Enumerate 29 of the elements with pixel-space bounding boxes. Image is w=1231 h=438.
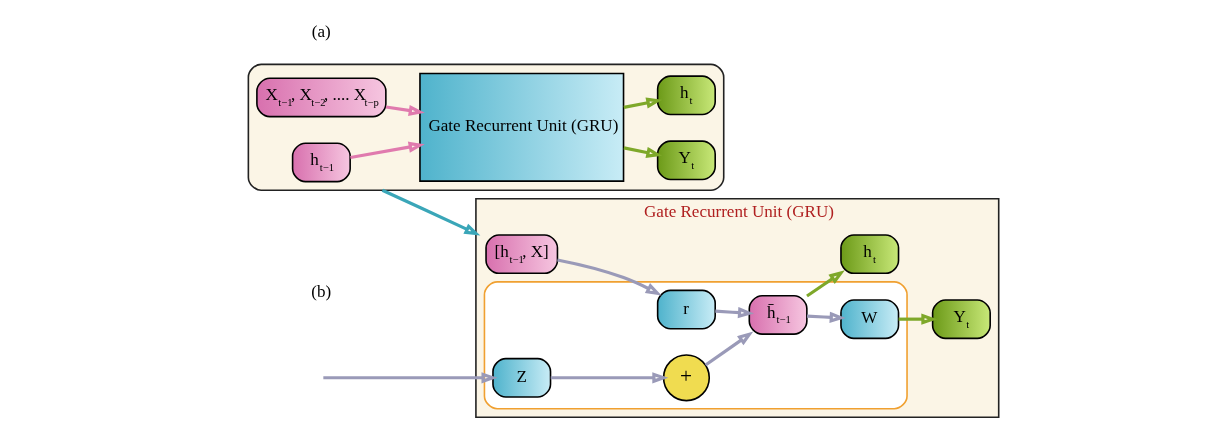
node-circle: + [662,353,710,401]
arrow [806,311,846,323]
arrow [349,141,425,159]
node-box: h$_{t}$ [839,233,899,274]
arrow [898,313,937,325]
arrow [623,96,662,109]
arrow [381,188,480,235]
arrow [322,371,497,383]
cluster [247,63,724,191]
node-box: [h$_{t−1}$, X] [484,233,558,274]
node-box: X$_{t−1}$, X$_{t−2}$, .... X$_{t−p}$ [255,77,387,117]
arrow [385,104,425,116]
node-box: h̄$_{t−1}$ [748,294,808,335]
arrow [556,257,662,295]
arrow [550,371,668,383]
arrow [714,306,754,318]
node-box: r [656,289,716,330]
label: (b) [310,281,331,301]
arrow [805,269,845,297]
node-box: Z [491,357,551,398]
node-box: h$_{t}$ [656,74,716,115]
node-box: Y$_{t}$ [656,139,716,180]
arrow [623,145,662,158]
node-box: Gate Recurrent Unit (GRU) [418,72,624,182]
node-box: Y$_{t}$ [931,298,991,339]
label: (a) [311,21,331,40]
arrow [704,331,753,366]
node-box: h$_{t−1}$ [291,142,351,182]
node-box: W [839,298,899,339]
